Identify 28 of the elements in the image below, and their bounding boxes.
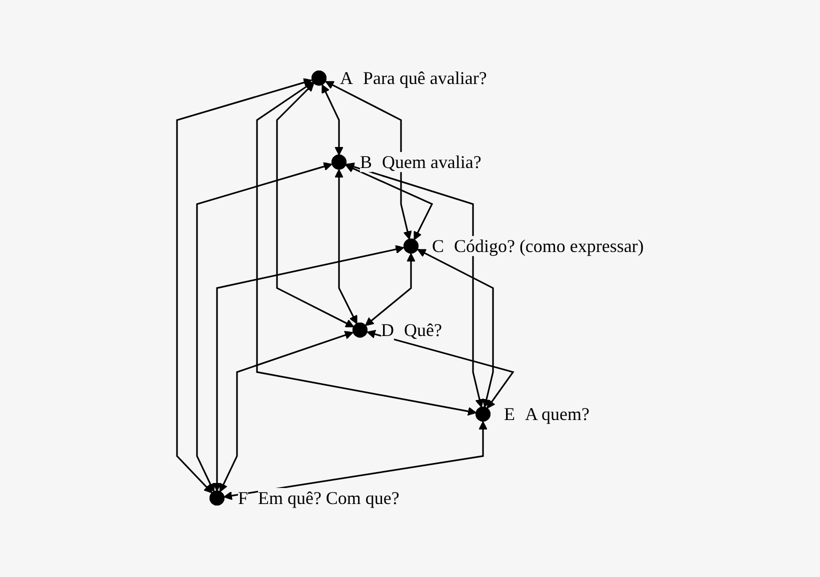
double-arrow — [321, 84, 344, 156]
node-question: A quem? — [524, 404, 590, 425]
double-arrow — [416, 250, 494, 408]
double-arrow — [276, 83, 354, 328]
node-question: Em quê? Com que? — [258, 488, 399, 509]
node-dot — [403, 239, 418, 254]
node-question: Quem avalia? — [382, 152, 482, 173]
node-question: Código? (como expressar) — [454, 236, 644, 257]
double-arrow — [334, 170, 357, 325]
node-dot — [475, 407, 490, 422]
double-arrow — [324, 82, 412, 240]
node-letter: E — [504, 404, 515, 425]
double-arrow — [345, 162, 484, 408]
node-question: Quê? — [404, 320, 442, 341]
node-dot — [311, 71, 326, 86]
double-arrow — [212, 245, 404, 492]
double-arrow — [364, 254, 416, 326]
double-arrow — [223, 422, 488, 501]
double-arrow — [344, 164, 433, 241]
node-dot — [209, 491, 224, 506]
node-dot — [352, 323, 368, 338]
double-arrow — [256, 82, 476, 416]
node-question: Para quê avaliar? — [362, 68, 486, 89]
node-dot — [331, 155, 346, 170]
double-arrow — [219, 331, 354, 493]
double-arrow — [196, 162, 332, 493]
double-arrow — [176, 78, 312, 494]
double-arrow — [366, 330, 514, 410]
